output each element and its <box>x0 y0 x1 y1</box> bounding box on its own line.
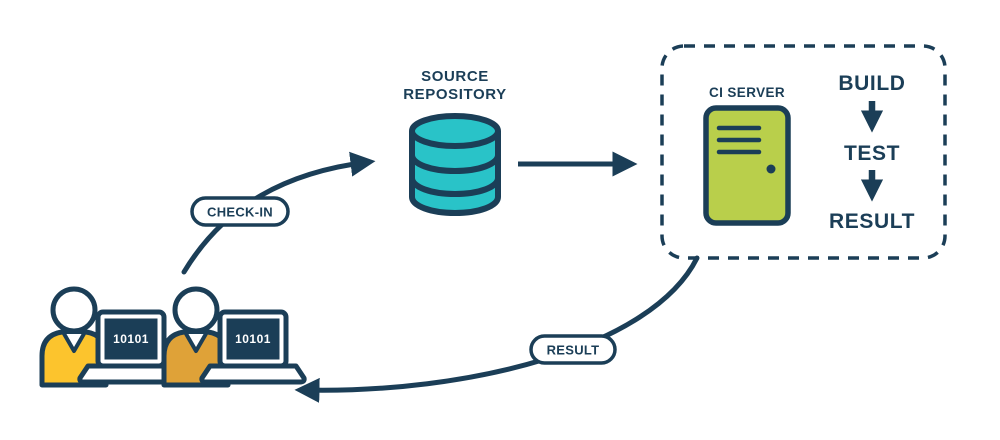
server-indicator-dot <box>766 164 776 174</box>
laptop-1-screen <box>104 318 158 360</box>
laptop-2: 10101 <box>199 309 307 385</box>
check-in-pill: CHECK-IN <box>190 196 290 227</box>
check-in-label: CHECK-IN <box>207 205 273 220</box>
pipeline-step-test: TEST <box>844 142 900 165</box>
laptop-2-screen <box>226 318 280 360</box>
developer-2-head <box>172 286 220 334</box>
result-label: RESULT <box>547 343 600 358</box>
laptop-2-base <box>199 363 307 385</box>
laptop-1-screen-text: 10101 <box>113 332 149 346</box>
pipeline-step-build: BUILD <box>838 72 905 95</box>
source-repository-label-line2: REPOSITORY <box>403 86 507 103</box>
check-in-arrow <box>181 151 376 275</box>
result-arrow <box>294 255 700 403</box>
laptop-2-screen-text: 10101 <box>235 332 271 346</box>
source-repository-label-line1: SOURCE <box>421 68 489 85</box>
pipeline-steps: BUILD TEST RESULT <box>829 72 915 233</box>
database-icon <box>409 113 501 216</box>
source-repository: SOURCE REPOSITORY <box>403 68 507 216</box>
developer-1-head <box>50 286 98 334</box>
server-icon <box>703 105 791 226</box>
result-pill: RESULT <box>529 334 617 365</box>
ci-server-label: CI SERVER <box>709 85 785 100</box>
pipeline-step-result: RESULT <box>829 210 915 233</box>
ci-server-box: CI SERVER BUILD TEST RESULT <box>660 44 947 260</box>
